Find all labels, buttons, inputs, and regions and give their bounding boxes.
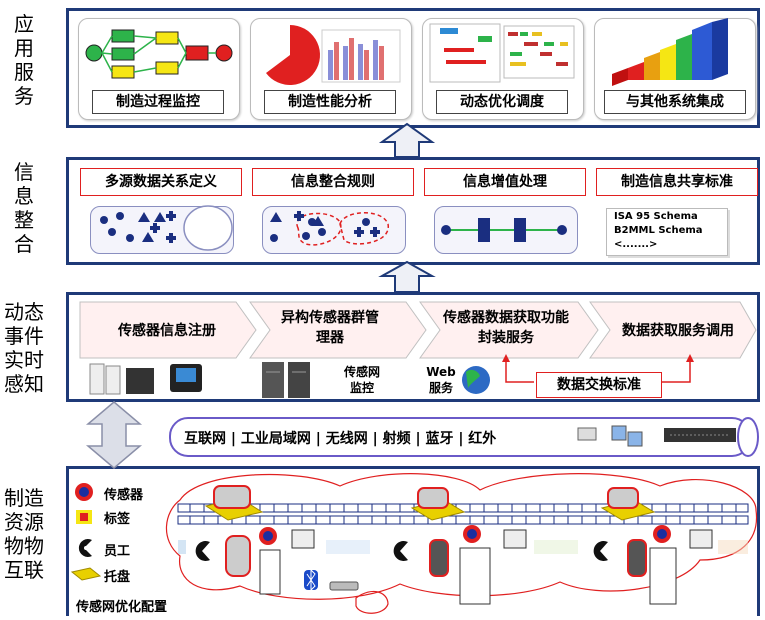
schema-doc <box>606 208 728 256</box>
workstation-icons <box>195 525 713 605</box>
sensor-device-icons <box>89 363 202 395</box>
info-box-4: 制造信息共享标准 <box>596 168 758 196</box>
pie-chart-icon <box>266 25 320 85</box>
sense-step-4: 数据获取服务调用 <box>622 323 734 339</box>
side-label-info: 信息整合 <box>14 160 34 256</box>
app-card-label-4: 与其他系统集成 <box>604 90 746 114</box>
data-exchange-standard: 数据交换标准 <box>536 372 662 398</box>
sense-step-1: 传感器信息注册 <box>118 323 216 339</box>
zone-markers <box>178 540 748 554</box>
network-label: 互联网 | 工业局域网 | 无线网 | 射频 | 蓝牙 | 红外 <box>184 431 497 447</box>
side-label-sense: 动态事件实时感知 <box>4 300 44 396</box>
bar-chart-icon <box>321 29 401 83</box>
app-card-label-1: 制造过程监控 <box>92 90 224 114</box>
info-box-3: 信息增值处理 <box>424 168 586 196</box>
pipeline-icon <box>441 218 567 242</box>
schema-line-1: ISA 95 Schema <box>614 211 698 222</box>
shape-cluster-icon-1 <box>100 211 176 243</box>
web-service-label: Web服务 <box>426 365 456 395</box>
network-pipe <box>169 417 759 457</box>
double-arrow <box>85 401 143 469</box>
legend-sensor-icon <box>75 483 93 501</box>
schema-line-3: <.......> <box>614 239 658 250</box>
info-box-2: 信息整合规则 <box>252 168 414 196</box>
server-icons <box>262 362 310 398</box>
legend-tag-icon <box>76 510 92 524</box>
ellipse-icon <box>183 205 233 251</box>
up-arrow-1 <box>378 122 436 158</box>
physical-footer: 传感网优化配置 <box>76 600 168 615</box>
conveyor-belts <box>177 503 749 525</box>
legend-worker-label: 员工 <box>104 544 131 559</box>
gantt-chart-icon <box>429 23 575 83</box>
process-flow-icon <box>85 29 233 79</box>
app-card-label-3: 动态优化调度 <box>436 90 568 114</box>
pallet-roll-icons <box>204 485 656 521</box>
schema-line-2: B2MML Schema <box>614 225 703 236</box>
side-label-physical: 制造资源物物互联 <box>4 486 44 582</box>
info-box-1: 多源数据关系定义 <box>80 168 242 196</box>
globe-icon <box>462 366 490 394</box>
info-pill-2 <box>262 206 406 254</box>
legend-pallet-label: 托盘 <box>104 570 131 585</box>
step-arrows <box>79 301 757 359</box>
usb-dongle-icon <box>329 581 359 591</box>
3d-bar-icon <box>612 18 728 86</box>
legend-sensor-label: 传感器 <box>104 488 144 503</box>
network-device-icons <box>577 425 736 447</box>
up-arrow-2 <box>378 260 436 293</box>
sensor-net-label: 传感网监控 <box>344 365 381 395</box>
bluetooth-icon <box>304 568 318 592</box>
sense-step-3: 传感器数据获取功能封装服务 <box>443 310 569 346</box>
sensor-network-clouds <box>165 473 758 614</box>
sense-step-2: 异构传感器群管理器 <box>281 310 379 346</box>
legend-worker-icon <box>78 539 92 557</box>
legend-pallet-icon <box>70 567 102 581</box>
shape-cluster-icon-2 <box>270 211 389 246</box>
app-card-label-2: 制造性能分析 <box>264 90 396 114</box>
legend-tag-label: 标签 <box>104 512 131 527</box>
side-label-app: 应用服务 <box>14 12 34 108</box>
